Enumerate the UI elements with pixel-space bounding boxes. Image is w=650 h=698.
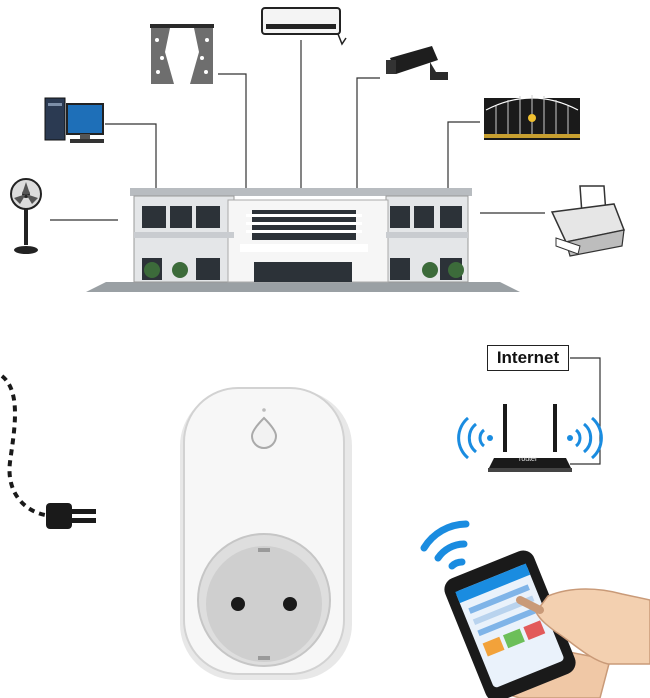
- fan-icon: [10, 178, 42, 254]
- router-label: router: [519, 456, 538, 463]
- gate-icon: [484, 95, 580, 140]
- printer-icon: [550, 185, 626, 257]
- air-conditioner-icon: [261, 7, 347, 46]
- building-icon: [86, 188, 520, 292]
- connector-lines: [50, 40, 601, 465]
- smart-plug-icon: [180, 387, 352, 680]
- internet-label: Internet: [487, 345, 569, 371]
- smartphone-icon: [444, 550, 650, 698]
- power-cord-icon: [0, 374, 96, 529]
- wifi-signal-icon: [420, 520, 470, 570]
- desktop-computer-icon: [44, 97, 104, 143]
- security-camera-icon: [386, 46, 448, 80]
- wifi-router-icon: [457, 404, 603, 472]
- curtains-icon: [150, 24, 214, 84]
